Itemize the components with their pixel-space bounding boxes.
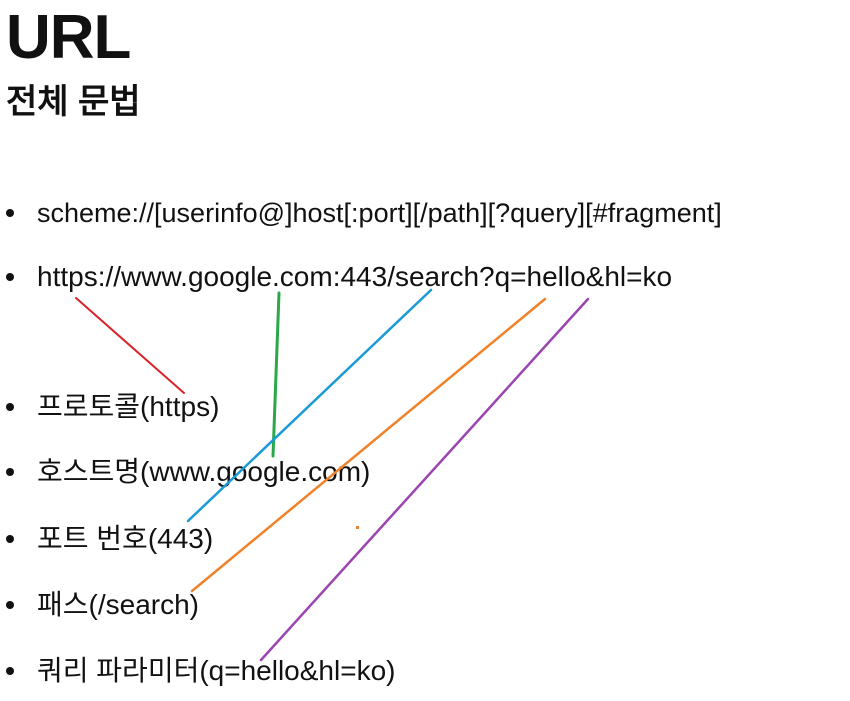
bullet-dot bbox=[6, 468, 14, 476]
url-syntax-text: scheme://[userinfo@]host[:port][/path][?… bbox=[37, 198, 722, 228]
host-text: 호스트명(www.google.com) bbox=[37, 456, 371, 487]
bullet-dot bbox=[6, 273, 14, 281]
bullet-dot bbox=[6, 667, 14, 675]
page-title: URL bbox=[6, 3, 131, 72]
bullet-dot bbox=[6, 601, 14, 609]
bullet-dot bbox=[6, 535, 14, 543]
stray-orange-mark bbox=[356, 526, 359, 529]
example-url-text: https://www.google.com:443/search?q=hell… bbox=[37, 261, 673, 292]
protocol-text: 프로토콜(https) bbox=[37, 391, 220, 422]
query-text: 쿼리 파라미터(q=hello&hl=ko) bbox=[37, 655, 396, 686]
path-text: 패스(/search) bbox=[37, 589, 199, 620]
bullet-dot bbox=[6, 209, 14, 217]
host-connector-line bbox=[271, 291, 281, 458]
protocol-connector-line bbox=[75, 297, 185, 394]
page-subtitle: 전체 문법 bbox=[6, 83, 141, 121]
path-connector-line bbox=[190, 297, 547, 593]
port-text: 포트 번호(443) bbox=[37, 523, 214, 554]
bullet-dot bbox=[6, 403, 14, 411]
